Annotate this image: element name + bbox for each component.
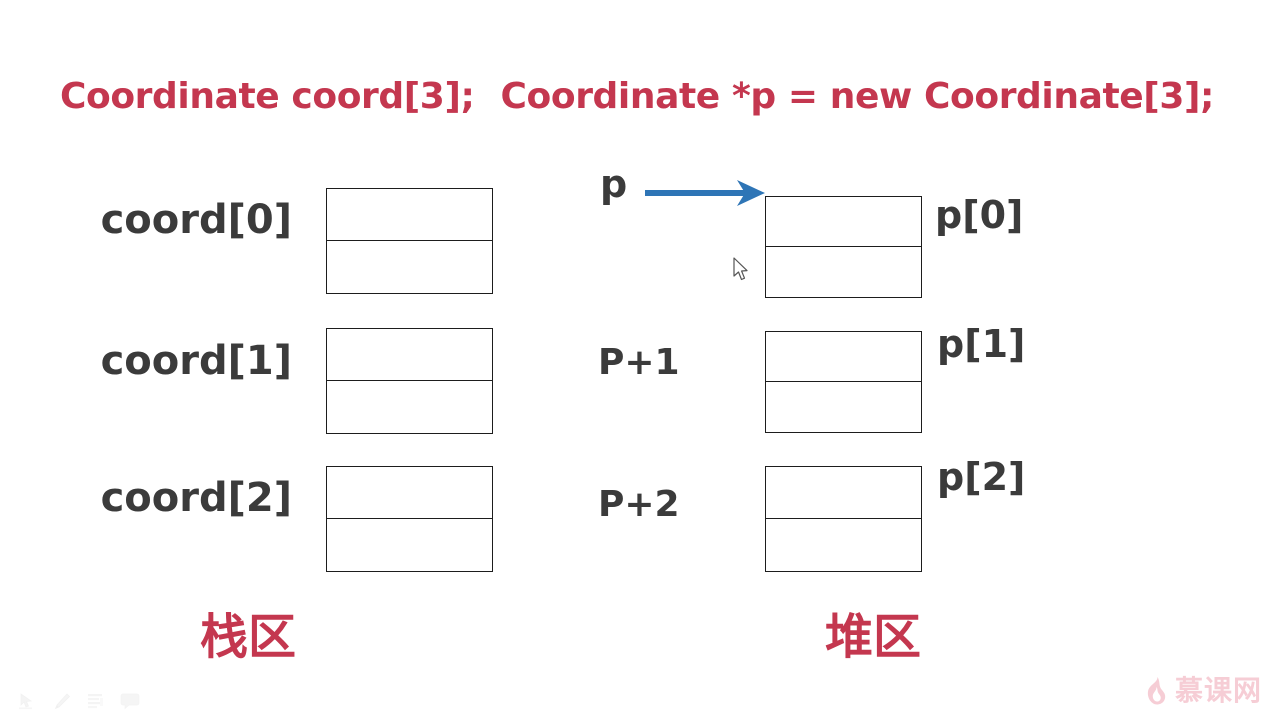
stack-cell-coord-1-upper	[327, 329, 492, 381]
stack-cell-coord-0-lower	[327, 241, 492, 293]
mouse-cursor	[733, 257, 751, 283]
imooc-watermark: 慕课网	[1143, 676, 1262, 706]
imooc-watermark-text: 慕课网	[1174, 674, 1262, 707]
stack-declaration-text: Coordinate coord[3];	[60, 76, 475, 117]
heap-cell-p-0-upper	[766, 197, 921, 247]
heap-memblock-p-1	[765, 331, 922, 433]
stack-memblock-coord-0	[326, 188, 493, 294]
heap-cell-p-1-lower	[766, 382, 921, 432]
heap-offset-label-p-plus-1: P+1	[598, 342, 680, 383]
heap-offset-label-p-plus-2: P+2	[598, 484, 680, 525]
pointer-arrow	[645, 178, 767, 208]
heap-cell-p-0-lower	[766, 247, 921, 297]
heap-label-p-1: p[1]	[937, 322, 1026, 366]
code-declaration-line: Coordinate coord[3]; Coordinate *p = new …	[60, 78, 1275, 116]
speech-bubble-icon[interactable]	[120, 692, 140, 710]
pointer-arrow-icon	[645, 180, 765, 206]
pointer-icon[interactable]	[18, 692, 38, 710]
heap-cell-p-2-lower	[766, 519, 921, 571]
stack-cell-coord-2-lower	[327, 519, 492, 571]
stack-label-coord-0: coord[0]	[100, 197, 292, 243]
stack-label-coord-1: coord[1]	[100, 338, 292, 384]
heap-label-p-0: p[0]	[935, 193, 1024, 237]
stack-cell-coord-1-lower	[327, 381, 492, 433]
heap-region-caption: 堆区	[825, 609, 922, 665]
stack-label-coord-2: coord[2]	[100, 475, 292, 521]
heap-memblock-p-2	[765, 466, 922, 572]
flame-icon	[1147, 677, 1166, 705]
stack-region-caption: 栈区	[200, 609, 297, 665]
pen-icon[interactable]	[52, 692, 72, 710]
heap-label-p-2: p[2]	[937, 455, 1026, 499]
list-icon[interactable]	[86, 692, 106, 710]
heap-cell-p-1-upper	[766, 332, 921, 382]
annotation-toolbar[interactable]	[18, 692, 140, 710]
heap-declaration-text: Coordinate *p = new Coordinate[3];	[500, 76, 1215, 117]
heap-cell-p-2-upper	[766, 467, 921, 519]
heap-pointer-label-p: p	[600, 162, 628, 206]
stack-cell-coord-0-upper	[327, 189, 492, 241]
stack-cell-coord-2-upper	[327, 467, 492, 519]
mouse-cursor-icon	[733, 257, 748, 281]
stack-memblock-coord-2	[326, 466, 493, 572]
heap-memblock-p-0	[765, 196, 922, 298]
stack-memblock-coord-1	[326, 328, 493, 434]
